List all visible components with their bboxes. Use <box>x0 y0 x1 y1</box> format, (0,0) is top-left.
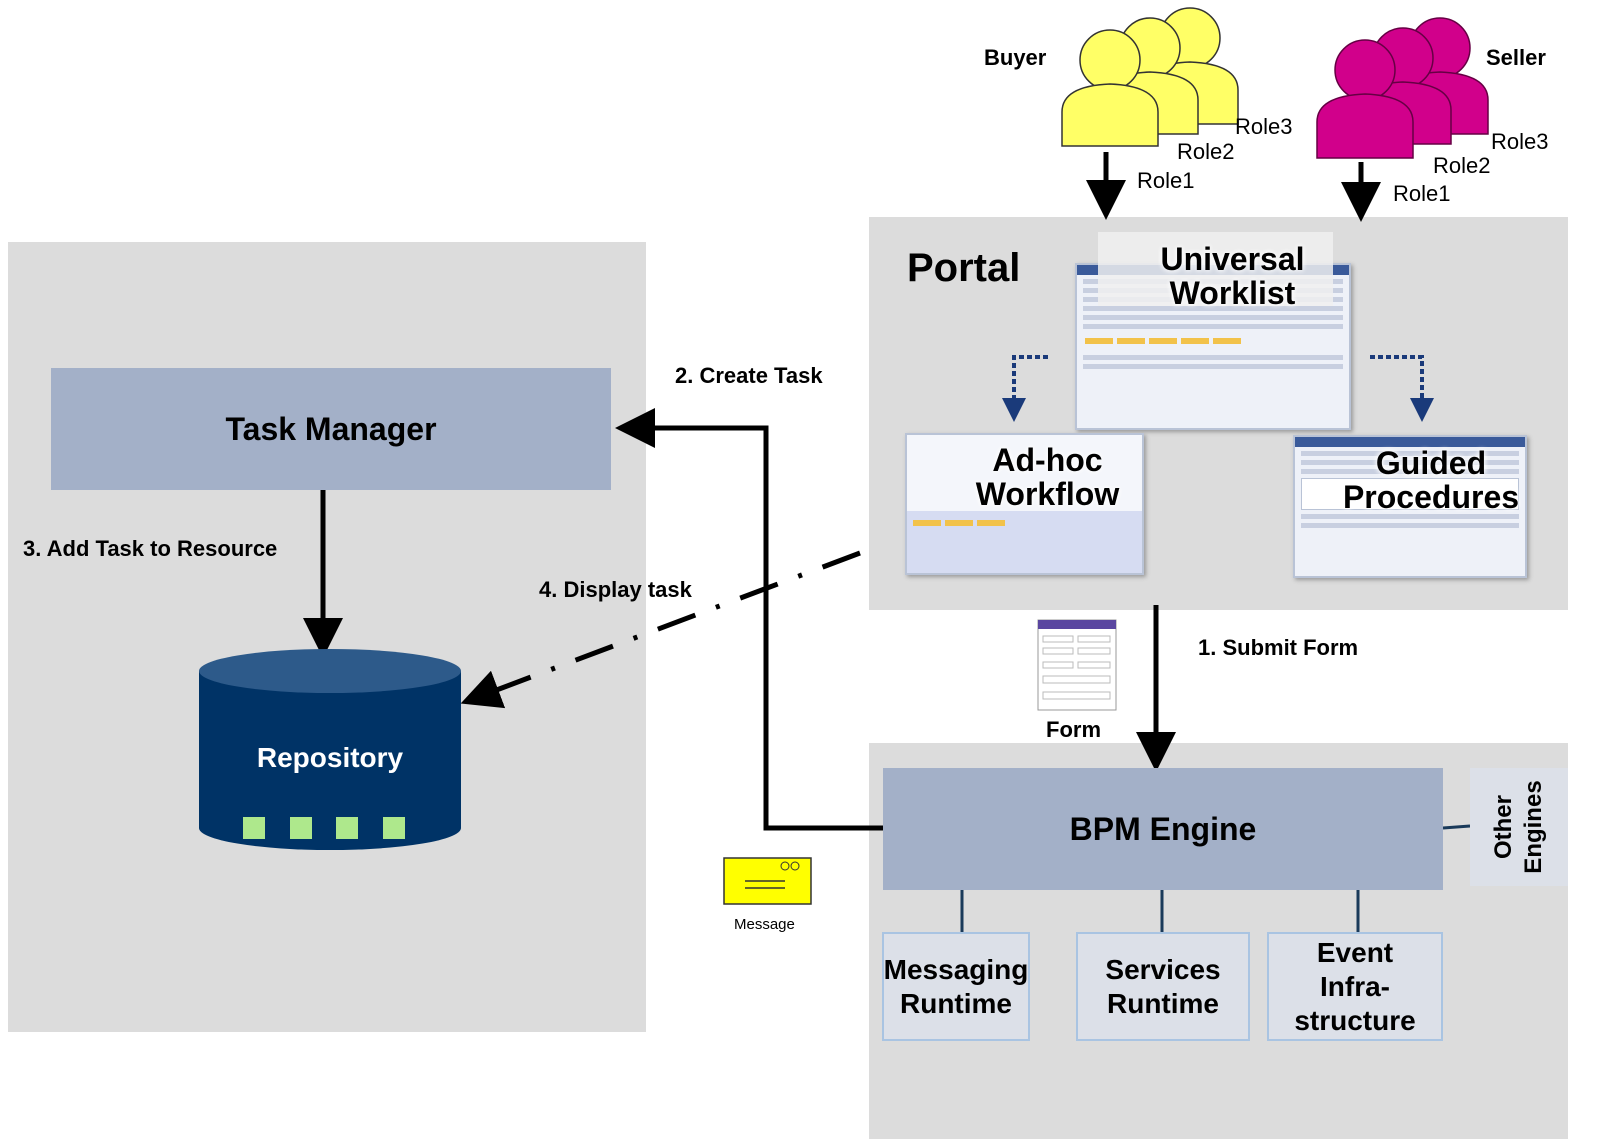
worklist-to-adhoc-arrow <box>1002 355 1048 422</box>
universal-worklist-label: Universal Worklist <box>1160 241 1305 311</box>
message-envelope-icon <box>723 857 812 905</box>
seller-label: Seller <box>1486 45 1546 70</box>
other-engines-label: Other Engines <box>1490 780 1547 874</box>
submit-form-label: 1. Submit Form <box>1198 635 1359 660</box>
repo-square <box>290 817 312 839</box>
guided-procedures-label: Guided Procedures <box>1342 445 1520 515</box>
display-task-label: 4. Display task <box>539 577 692 602</box>
repository-label: Repository <box>256 742 404 773</box>
add-task-label: 3. Add Task to Resource <box>23 536 278 561</box>
buyer-label: Buyer <box>984 45 1047 70</box>
buyer-role3: Role3 <box>1235 114 1293 139</box>
bpm-to-other <box>1442 824 1471 830</box>
services-runtime-box: Services Runtime <box>1076 932 1250 1041</box>
worklist-to-guided-arrow <box>1370 355 1434 422</box>
repository-cylinder <box>199 649 461 850</box>
seller-role1: Role1 <box>1393 181 1451 206</box>
adhoc-workflow-label: Ad-hoc Workflow <box>975 442 1120 512</box>
task-manager-box: Task Manager <box>51 368 611 490</box>
display-task-arrow <box>460 550 861 709</box>
other-engines-box: Other Engines <box>1470 768 1568 886</box>
create-task-label: 2. Create Task <box>675 363 823 388</box>
services-runtime-label: Services Runtime <box>1105 953 1221 1019</box>
message-label: Message <box>734 916 795 933</box>
bpm-engine-box: BPM Engine <box>883 768 1443 890</box>
event-infrastructure-label: Event Infra-structure <box>1294 936 1416 1036</box>
worklist-title-bg <box>1098 232 1333 306</box>
portal-title: Portal <box>907 246 1021 290</box>
task-manager-label: Task Manager <box>225 410 437 447</box>
repo-square <box>383 817 405 839</box>
form-thumbnail-icon <box>1037 619 1117 711</box>
repo-square <box>336 817 358 839</box>
seller-group-icon <box>1316 17 1489 159</box>
create-task-arrow <box>615 408 885 831</box>
seller-role2: Role2 <box>1433 153 1491 178</box>
guided-procedures-screenshot <box>1293 435 1527 578</box>
messaging-runtime-box: Messaging Runtime <box>882 932 1030 1041</box>
form-label: Form <box>1046 717 1101 742</box>
buyer-group-icon <box>1061 7 1239 147</box>
bpm-engine-label: BPM Engine <box>1069 810 1257 847</box>
seller-role3: Role3 <box>1491 129 1549 154</box>
buyer-role2: Role2 <box>1177 139 1235 164</box>
adhoc-workflow-screenshot <box>905 433 1144 575</box>
messaging-runtime-label: Messaging Runtime <box>883 953 1029 1019</box>
buyer-role1: Role1 <box>1137 168 1195 193</box>
repo-square <box>243 817 265 839</box>
event-infrastructure-box: Event Infra-structure <box>1267 932 1443 1041</box>
